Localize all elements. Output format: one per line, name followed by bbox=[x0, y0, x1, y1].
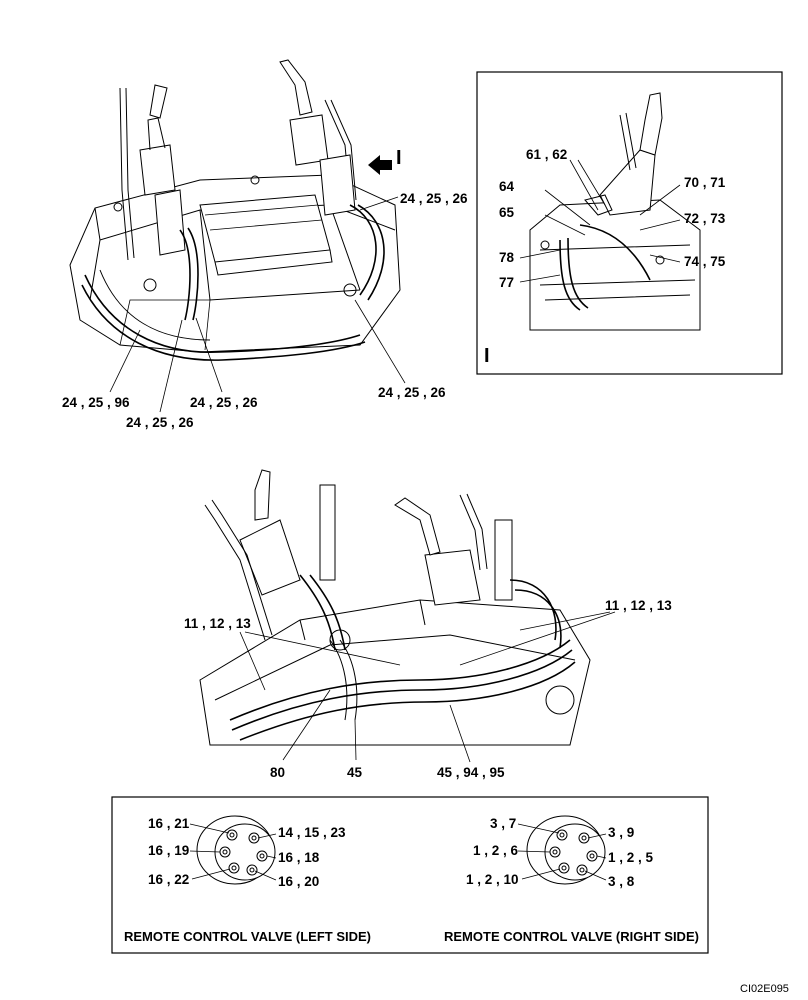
right-valve-label-3-8: 3 , 8 bbox=[608, 874, 635, 889]
label-24-25-26-e: 24 , 25 , 26 bbox=[378, 385, 446, 400]
right-valve-label-3-7: 3 , 7 bbox=[490, 816, 516, 831]
right-valve-caption: REMOTE CONTROL VALVE (RIGHT SIDE) bbox=[444, 929, 699, 944]
inset-label-61-62: 61 , 62 bbox=[526, 147, 567, 162]
label-24-25-26-c: 24 , 25 , 26 bbox=[126, 415, 194, 430]
figure-code: CI02E095 bbox=[740, 983, 789, 995]
left-valve-caption: REMOTE CONTROL VALVE (LEFT SIDE) bbox=[124, 929, 371, 944]
view-arrow-icon bbox=[368, 155, 392, 175]
right-valve-label-1-2-5: 1 , 2 , 5 bbox=[608, 850, 654, 865]
view-marker: I bbox=[396, 147, 402, 169]
label-45-94-95: 45 , 94 , 95 bbox=[437, 765, 505, 780]
label-24-25-26-a: 24 , 25 , 26 bbox=[400, 191, 468, 206]
inset-detail bbox=[519, 92, 701, 331]
valve-frame bbox=[111, 796, 709, 954]
right-valve-label-3-9: 3 , 9 bbox=[608, 825, 634, 840]
left-valve-label-16-18: 16 , 18 bbox=[278, 850, 320, 865]
left-valve-label-16-20: 16 , 20 bbox=[278, 874, 319, 889]
left-valve-label-16-21: 16 , 21 bbox=[148, 816, 190, 831]
inset-label-65: 65 bbox=[499, 205, 515, 220]
right-valve-label-1-2-6: 1 , 2 , 6 bbox=[473, 843, 519, 858]
inset-label-74-75: 74 , 75 bbox=[684, 254, 726, 269]
label-80: 80 bbox=[270, 765, 285, 780]
inset-label-77: 77 bbox=[499, 275, 514, 290]
label-11-12-13-left: 11 , 12 , 13 bbox=[184, 616, 251, 631]
inset-label-78: 78 bbox=[499, 250, 515, 265]
label-11-12-13-right: 11 , 12 , 13 bbox=[605, 598, 672, 613]
inset-label-64: 64 bbox=[499, 179, 515, 194]
label-24-25-26-d: 24 , 25 , 26 bbox=[190, 395, 258, 410]
top-left-assembly bbox=[69, 59, 406, 413]
right-valve-label-1-2-10: 1 , 2 , 10 bbox=[466, 872, 519, 887]
inset-marker: I bbox=[484, 345, 490, 367]
left-valve-label-16-22: 16 , 22 bbox=[148, 872, 189, 887]
inset-frame bbox=[476, 71, 783, 375]
left-valve-label-14-15-23: 14 , 15 , 23 bbox=[278, 825, 346, 840]
middle-assembly bbox=[199, 469, 616, 763]
inset-label-72-73: 72 , 73 bbox=[684, 211, 726, 226]
right-valve-drawing bbox=[517, 815, 607, 885]
left-valve-label-16-19: 16 , 19 bbox=[148, 843, 189, 858]
label-45: 45 bbox=[347, 765, 363, 780]
label-24-25-96: 24 , 25 , 96 bbox=[62, 395, 130, 410]
left-valve-drawing bbox=[189, 815, 277, 885]
inset-label-70-71: 70 , 71 bbox=[684, 175, 726, 190]
